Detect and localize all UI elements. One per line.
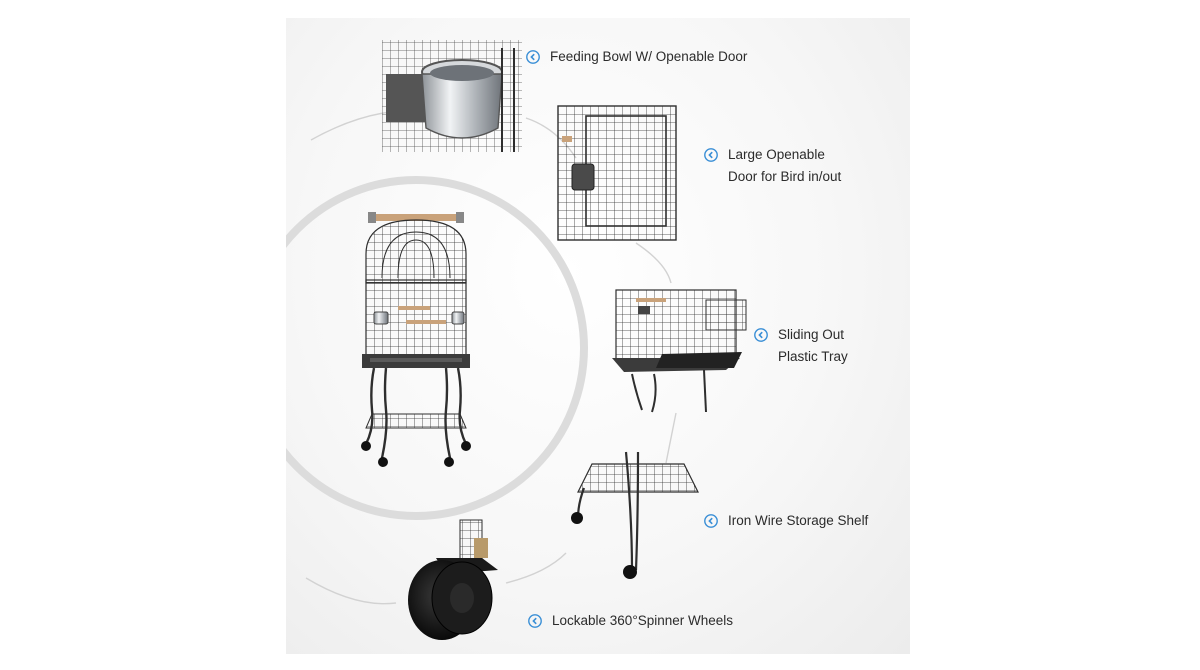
feature-label: Iron Wire Storage Shelf <box>728 510 868 532</box>
chevron-left-circle-icon <box>528 614 542 628</box>
feature-line: Plastic Tray <box>778 349 848 364</box>
feature-line: Door for Bird in/out <box>728 169 842 184</box>
feature-line: Large Openable <box>728 147 825 162</box>
chevron-left-circle-icon <box>754 328 768 342</box>
product-feature-panel: Feeding Bowl W/ Openable Door Large Open… <box>286 18 910 654</box>
highlight-ring <box>286 176 588 520</box>
feature-label: Sliding Out Plastic Tray <box>778 324 848 368</box>
cage-illustration <box>286 40 747 640</box>
feature-line: Sliding Out <box>778 327 845 342</box>
feature-storage-shelf: Iron Wire Storage Shelf <box>704 510 868 532</box>
feature-line: Lockable 360°Spinner Wheels <box>552 613 734 628</box>
storage-shelf-detail <box>571 451 699 579</box>
feature-line: Iron Wire Storage Shelf <box>728 513 869 528</box>
spinner-wheel-detail <box>408 519 498 640</box>
large-door-detail <box>557 105 677 241</box>
chevron-left-circle-icon <box>704 514 718 528</box>
feature-large-door: Large Openable Door for Bird in/out <box>704 144 841 188</box>
chevron-left-circle-icon <box>704 148 718 162</box>
chevron-left-circle-icon <box>526 50 540 64</box>
feature-spinner-wheels: Lockable 360°Spinner Wheels <box>528 610 733 632</box>
feature-label: Large Openable Door for Bird in/out <box>728 144 841 188</box>
feature-feeding-bowl: Feeding Bowl W/ Openable Door <box>526 46 747 68</box>
feeding-bowl-detail <box>382 40 522 152</box>
feature-line: Feeding Bowl W/ Openable Door <box>550 49 748 64</box>
sliding-tray-detail <box>612 289 747 413</box>
main-cage <box>361 212 471 467</box>
feature-label: Lockable 360°Spinner Wheels <box>552 610 733 632</box>
feature-sliding-tray: Sliding Out Plastic Tray <box>754 324 848 368</box>
feature-label: Feeding Bowl W/ Openable Door <box>550 46 747 68</box>
